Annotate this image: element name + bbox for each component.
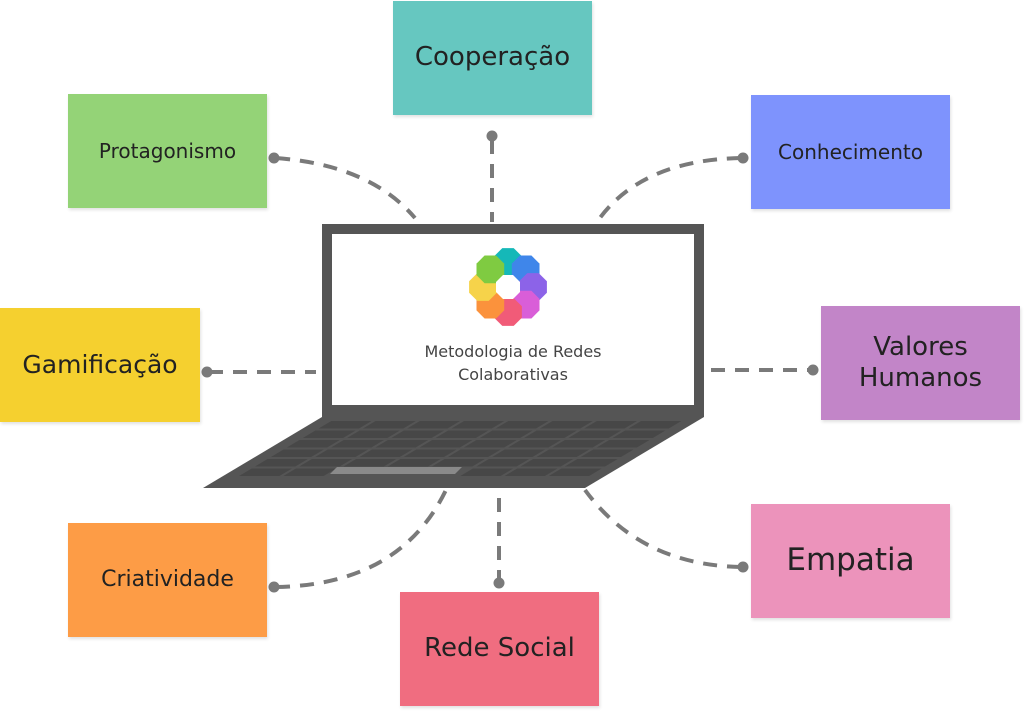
connector-protagonismo xyxy=(275,156,417,220)
connectors xyxy=(209,140,811,589)
keyboard-key xyxy=(479,430,533,438)
keyboard-key xyxy=(391,430,445,438)
keyboard-key xyxy=(435,430,489,438)
keyboard-key xyxy=(451,421,505,429)
dot-gamificacao xyxy=(201,366,213,378)
keyboard-key xyxy=(375,440,429,448)
connector-empatia xyxy=(583,488,742,569)
node-protagonismo: Protagonismo xyxy=(68,94,267,208)
node-gamificacao: Gamificação xyxy=(0,308,200,422)
node-label: Criatividade xyxy=(101,566,234,592)
keyboard-key xyxy=(524,430,577,438)
keyboard-key xyxy=(286,440,340,448)
keyboard-key xyxy=(476,459,530,467)
keyboard-key xyxy=(359,449,413,457)
dot-protagonismo xyxy=(268,152,280,164)
node-label: Cooperação xyxy=(414,42,571,73)
center-title-line1: Metodologia de Redes xyxy=(424,342,602,361)
keyboard-key xyxy=(552,440,606,448)
node-empatia: Empatia xyxy=(751,504,950,618)
dot-valores xyxy=(807,364,819,376)
keyboard-key xyxy=(283,468,337,476)
laptop-trackpad xyxy=(330,467,462,474)
keyboard-key xyxy=(564,459,618,467)
keyboard-key xyxy=(299,459,353,467)
node-label: Gamificação xyxy=(22,350,178,379)
dot-conhecimento xyxy=(737,152,749,164)
keyboard-key xyxy=(302,430,356,438)
keyboard-key xyxy=(463,440,517,448)
center-title: Metodologia de Redes Colaborativas xyxy=(332,340,694,386)
node-criatividade: Criatividade xyxy=(68,523,267,637)
keyboard-key xyxy=(347,430,400,438)
node-label: Rede Social xyxy=(424,633,575,664)
keyboard-key xyxy=(539,421,593,429)
node-label: Conhecimento xyxy=(778,140,923,164)
laptop-keyboard xyxy=(239,421,682,476)
logo-petal xyxy=(476,255,505,284)
keyboard-key xyxy=(432,459,485,467)
keyboard-key xyxy=(520,459,574,467)
keyboard-key xyxy=(460,468,514,476)
center-title-line2: Colaborativas xyxy=(458,365,568,384)
dot-rede xyxy=(493,577,505,589)
keyboard-key xyxy=(403,449,457,457)
node-rede-social: Rede Social xyxy=(400,592,599,706)
node-cooperacao: Cooperação xyxy=(393,1,592,115)
keyboard-key xyxy=(492,449,546,457)
node-conhecimento: Conhecimento xyxy=(751,95,950,209)
keyboard-key xyxy=(387,459,441,467)
keyboard-key xyxy=(568,430,622,438)
connector-dots xyxy=(201,130,819,593)
dot-cooperacao xyxy=(486,130,498,142)
keyboard-key xyxy=(318,421,372,429)
flower-logo-icon xyxy=(469,248,547,326)
keyboard-key xyxy=(536,449,590,457)
connector-conhecimento xyxy=(595,156,742,224)
keyboard-key xyxy=(447,449,501,457)
keyboard-key xyxy=(495,421,549,429)
keyboard-key xyxy=(362,421,416,429)
keyboard-key xyxy=(343,459,397,467)
keyboard-key xyxy=(612,430,666,438)
keyboard-key xyxy=(270,449,324,457)
dot-empatia xyxy=(737,561,749,573)
node-label: Valores Humanos xyxy=(858,331,983,393)
logo-center xyxy=(496,275,520,299)
connector-criatividade xyxy=(275,489,448,589)
keyboard-key xyxy=(628,421,682,429)
keyboard-key xyxy=(580,449,634,457)
keyboard-key xyxy=(504,468,558,476)
keyboard-key xyxy=(407,421,461,429)
keyboard-key xyxy=(548,468,602,476)
keyboard-key xyxy=(508,440,561,448)
keyboard-key xyxy=(315,449,369,457)
keyboard-key xyxy=(596,440,650,448)
node-label: Empatia xyxy=(786,542,915,579)
keyboard-key xyxy=(331,440,384,448)
dot-criatividade xyxy=(268,581,280,593)
node-valores-humanos: Valores Humanos xyxy=(821,306,1020,420)
keyboard-key xyxy=(255,459,308,467)
keyboard-key xyxy=(584,421,638,429)
keyboard-key xyxy=(239,468,292,476)
node-label: Protagonismo xyxy=(98,139,237,163)
keyboard-key xyxy=(419,440,473,448)
